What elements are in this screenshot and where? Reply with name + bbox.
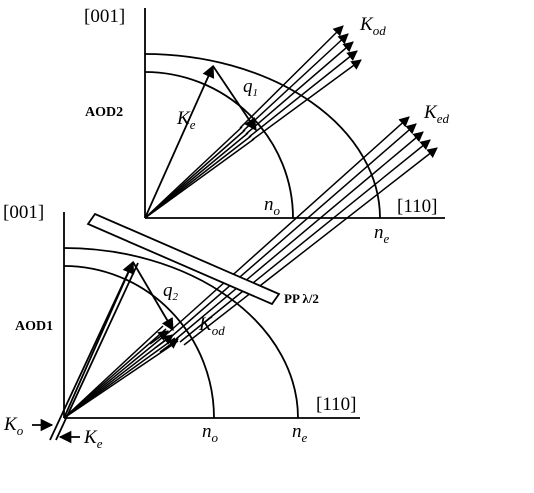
upper-ne-label: ne bbox=[374, 222, 390, 246]
upper-kod-label: Kod bbox=[359, 14, 386, 38]
lower-panel bbox=[32, 212, 360, 444]
upper-outer-circle-ne bbox=[144, 53, 381, 219]
lower-axis-vertical-label: [001] bbox=[3, 202, 44, 223]
incident-line-1 bbox=[49, 261, 134, 441]
lower-beam-fan bbox=[63, 325, 179, 419]
upper-ke-vector bbox=[144, 64, 215, 219]
lower-device-label: AOD1 bbox=[15, 319, 53, 334]
lower-ke-label: Ke bbox=[83, 427, 103, 451]
ked-beams bbox=[167, 116, 438, 346]
upper-inner-circle-no bbox=[144, 71, 294, 219]
upper-no-label: no bbox=[264, 194, 281, 218]
upper-ke-label: Ke bbox=[176, 108, 196, 132]
lower-inner-circle-no bbox=[63, 265, 215, 419]
lower-kod-label: Kod bbox=[198, 314, 225, 338]
incident-line-2 bbox=[55, 262, 139, 441]
upper-axis-horizontal-label: [110] bbox=[397, 196, 437, 217]
upper-q1-label: q1 bbox=[243, 76, 258, 99]
upper-beam-fan bbox=[144, 126, 255, 219]
upper-panel bbox=[144, 8, 445, 346]
upper-kod-beams bbox=[239, 25, 362, 141]
lower-kod-arrows bbox=[149, 330, 179, 353]
upper-ked-label: Ked bbox=[423, 102, 449, 126]
lower-q2-vector bbox=[132, 261, 174, 332]
half-wave-plate bbox=[86, 212, 281, 306]
lower-ne-label: ne bbox=[292, 421, 308, 445]
lower-axis-horizontal-label: [110] bbox=[316, 394, 356, 415]
lower-no-label: no bbox=[202, 421, 219, 445]
lower-outer-circle-ne bbox=[63, 247, 299, 419]
upper-device-label: AOD2 bbox=[85, 105, 123, 120]
plate-label: PP λ/2 bbox=[284, 291, 319, 306]
lower-q2-label: q2 bbox=[163, 280, 179, 303]
upper-axis-vertical-label: [001] bbox=[84, 6, 125, 27]
lower-ko-label: Ko bbox=[3, 414, 24, 438]
